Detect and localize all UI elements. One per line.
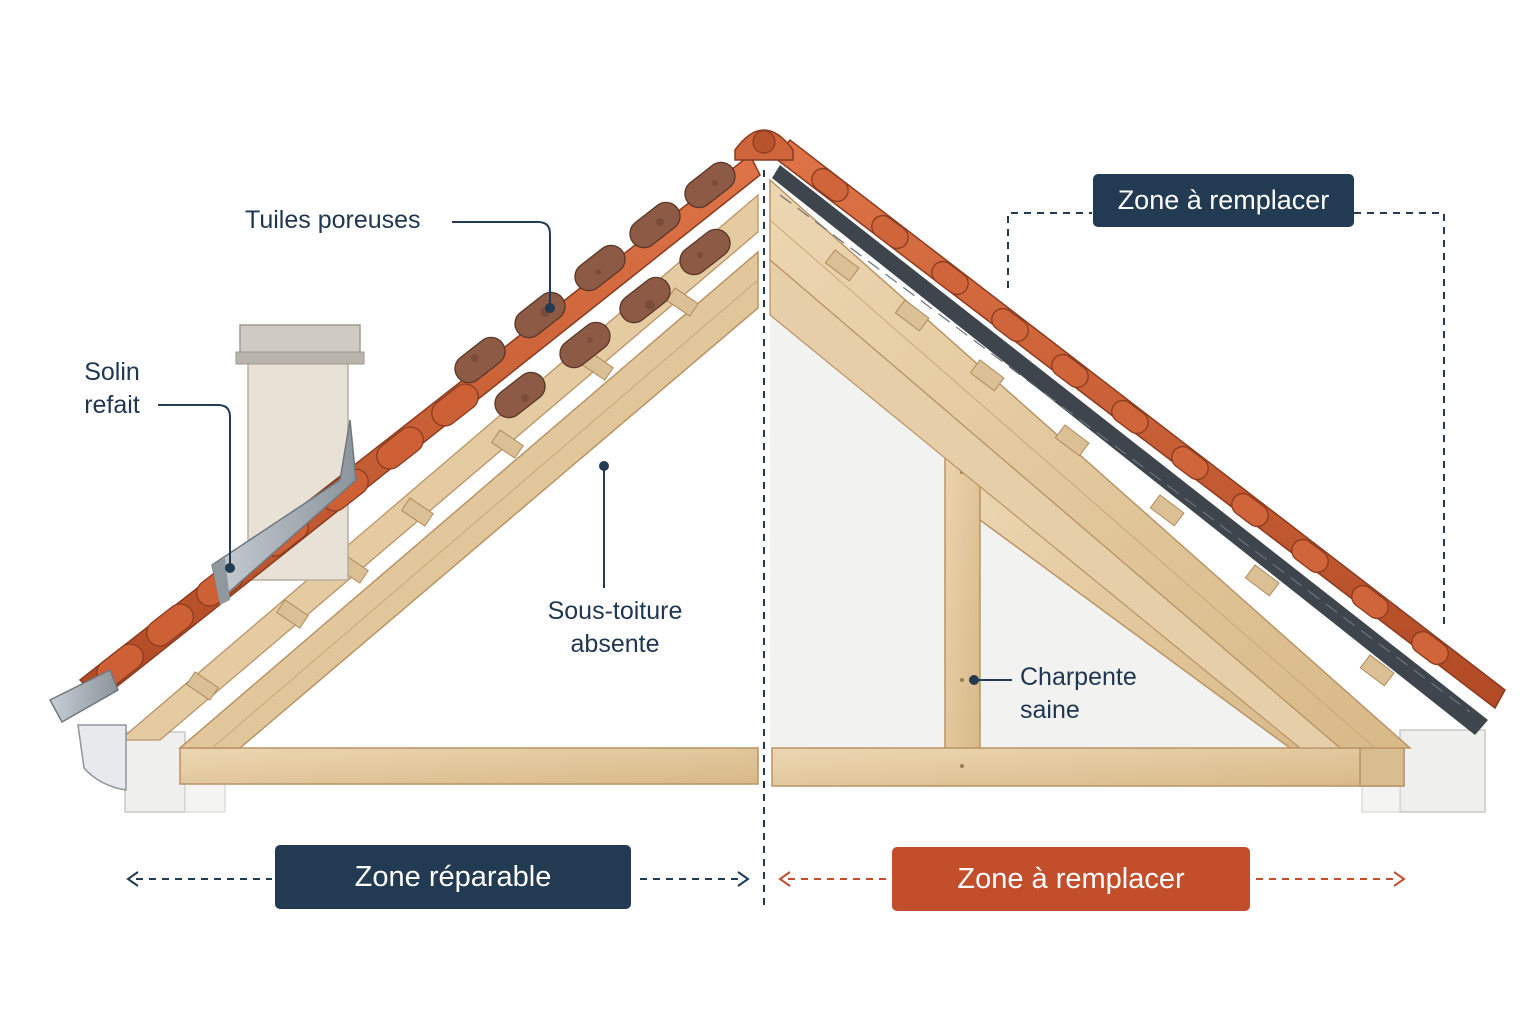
right-battens — [824, 249, 1395, 687]
ridge-tile — [734, 129, 794, 161]
replace-zone-badge: Zone à remplacer — [892, 847, 1250, 911]
replace-zone-arrow-right — [1256, 871, 1406, 887]
flashing-dot — [225, 563, 235, 573]
replace-zone-top-badge: Zone à remplacer — [1093, 174, 1354, 227]
flashing-leader — [158, 404, 231, 565]
replace-zone-arrow-left — [778, 871, 888, 887]
underlay-label: Sous-toiture absente — [525, 595, 705, 661]
porous-tiles-label: Tuiles poreuses — [245, 206, 421, 234]
underlay-dot — [599, 461, 609, 471]
flashing-label: Solin refait — [70, 356, 154, 422]
underlay-label-line2: absente — [570, 630, 660, 658]
right-wall — [1361, 729, 1486, 813]
left-wall — [124, 731, 226, 813]
underlay-membrane — [772, 165, 1488, 735]
flashing-label-line2: refait — [84, 391, 140, 419]
repairable-zone-arrow-left — [126, 871, 272, 887]
frame-dot — [969, 675, 979, 685]
frame-label-line1: Charpente — [1020, 663, 1137, 691]
replace-zone-bracket — [1007, 212, 1445, 628]
porous-tiles-leader — [452, 221, 551, 305]
new-tiles-row — [773, 138, 1506, 710]
gutter — [48, 668, 127, 791]
repairable-zone-arrow-right — [640, 871, 750, 887]
frame-label-line2: saine — [1020, 696, 1080, 724]
right-truss — [769, 178, 1412, 787]
frame-label: Charpente saine — [1020, 661, 1137, 727]
underlay-label-line1: Sous-toiture — [547, 597, 683, 625]
flashing-label-line1: Solin — [84, 358, 140, 386]
porous-tiles-dot — [545, 303, 555, 313]
repairable-zone-badge: Zone réparable — [275, 845, 631, 909]
